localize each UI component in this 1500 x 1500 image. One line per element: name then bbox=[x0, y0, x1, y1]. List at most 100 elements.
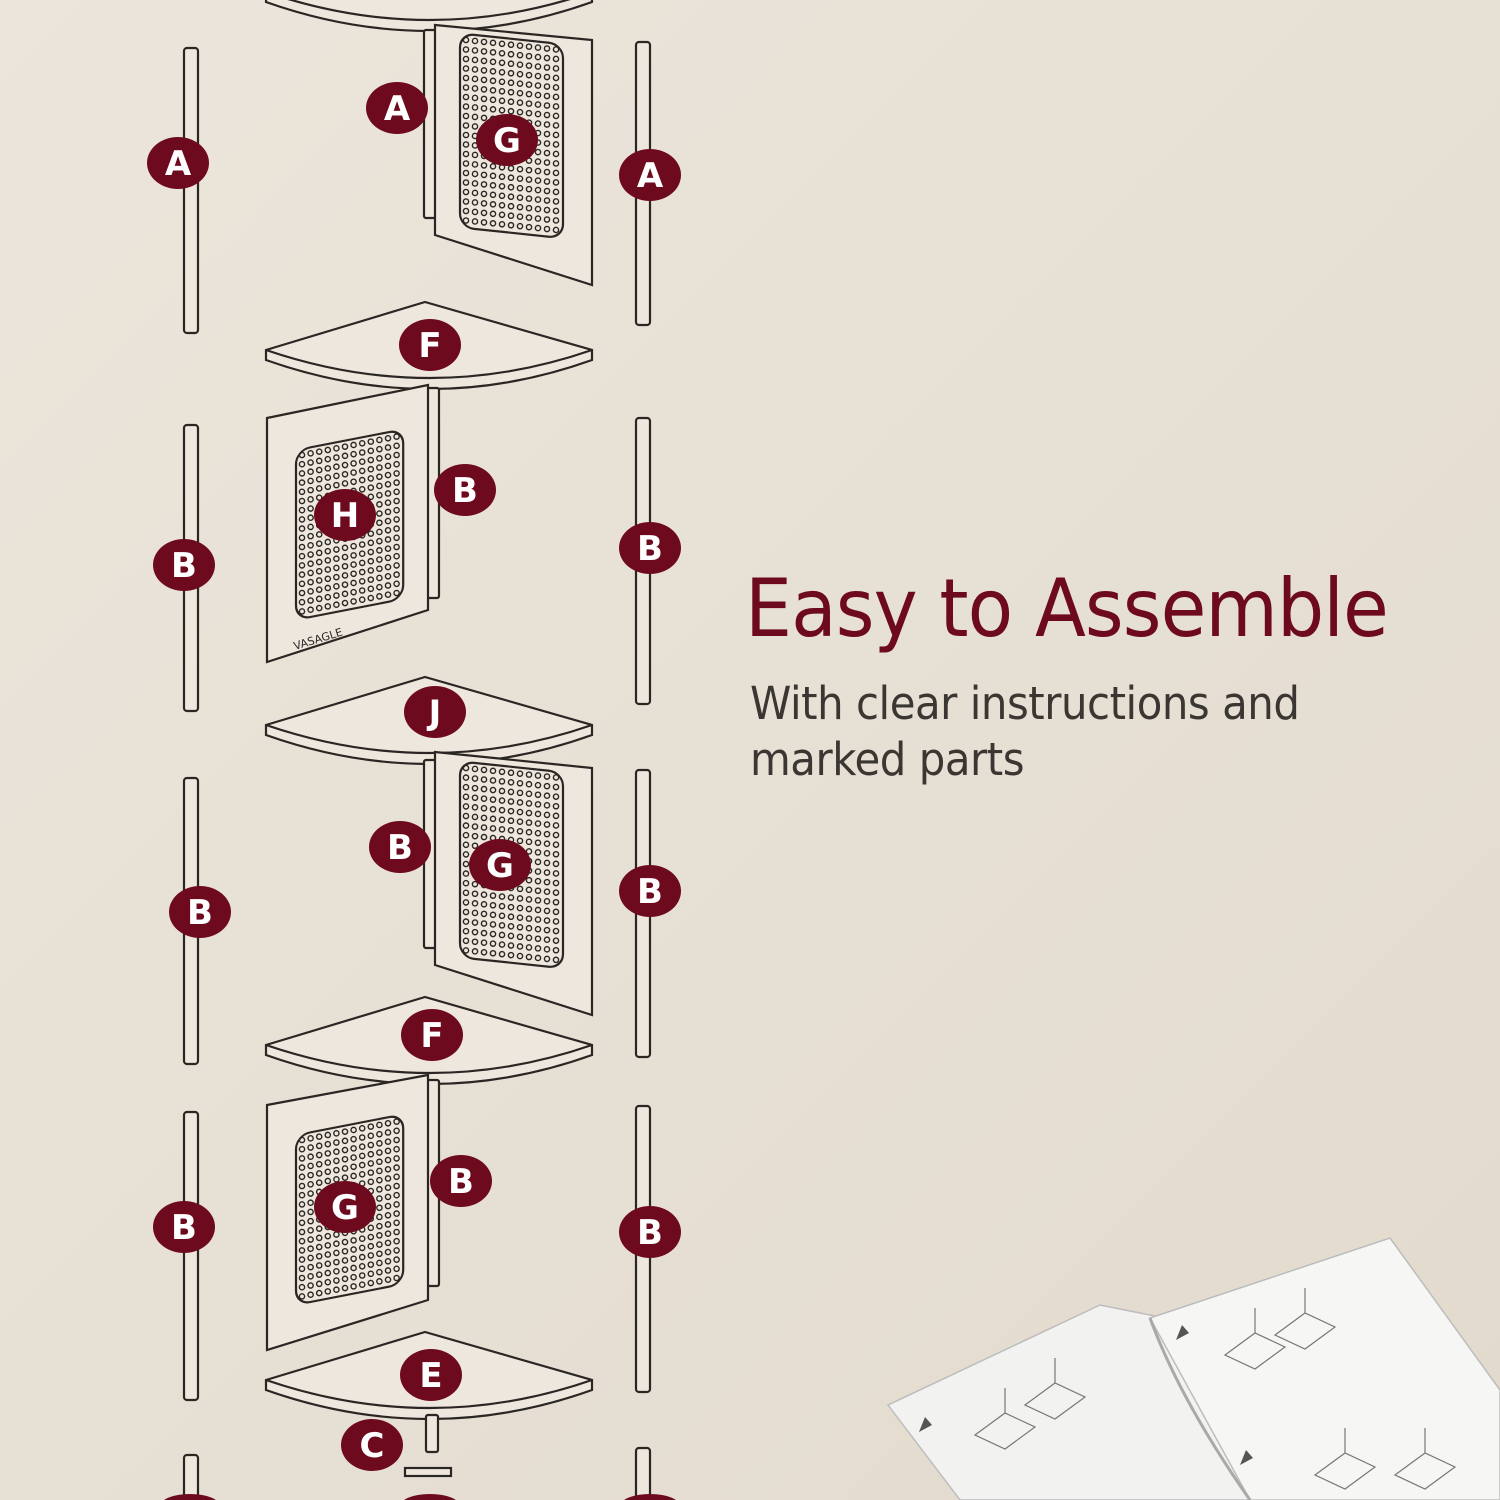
perforated-area bbox=[294, 430, 405, 619]
part-label-f: F bbox=[401, 1009, 463, 1061]
part-label-c: C bbox=[341, 1419, 403, 1471]
part-label-badge bbox=[404, 686, 466, 738]
part-label-j: J bbox=[404, 686, 466, 738]
part-label-letter: E bbox=[419, 1356, 442, 1396]
part-label-badge bbox=[153, 1201, 215, 1253]
part-label-b: B bbox=[430, 1155, 492, 1207]
part-label-letter: B bbox=[637, 529, 663, 569]
part-label-a: A bbox=[147, 137, 209, 189]
manual-step-marker bbox=[919, 1417, 932, 1432]
part-label-badge bbox=[476, 114, 538, 166]
part-label-badge bbox=[400, 1349, 462, 1401]
manual-step-marker bbox=[1176, 1325, 1189, 1340]
shelf-f-edge bbox=[265, 348, 593, 380]
part-label-letter: B bbox=[171, 546, 197, 586]
part-label-g: G bbox=[476, 114, 538, 166]
part-label-letter: G bbox=[493, 121, 521, 161]
manual-illustration bbox=[973, 1388, 1037, 1450]
part-label-b: B bbox=[153, 1201, 215, 1253]
part-label-letter: G bbox=[486, 846, 514, 886]
shelf-f-lower-edge bbox=[265, 1043, 593, 1075]
part-label-badge bbox=[341, 1419, 403, 1471]
part-label-badge bbox=[619, 1206, 681, 1258]
manual-right-page bbox=[1148, 1237, 1500, 1500]
shelf-j-edge bbox=[265, 723, 593, 755]
part-label-badge bbox=[314, 489, 376, 541]
part-label-badge bbox=[401, 1009, 463, 1061]
support-post bbox=[182, 1110, 200, 1402]
perforated-area bbox=[294, 1115, 405, 1304]
manual-illustration bbox=[1223, 1308, 1287, 1370]
headline: Easy to Assemble bbox=[745, 562, 1389, 655]
manual-step-marker bbox=[1240, 1450, 1253, 1465]
part-label-letter: B bbox=[171, 1208, 197, 1248]
part-label-letter: H bbox=[331, 496, 359, 536]
panel-g-top-perforation bbox=[458, 33, 565, 238]
part-label-letter: B bbox=[452, 471, 478, 511]
perforation-holes bbox=[298, 433, 400, 615]
part-label-letter: B bbox=[637, 1213, 663, 1253]
manual-spine bbox=[1148, 1317, 1252, 1500]
manual-illustration bbox=[1273, 1288, 1337, 1350]
part-label-letter: F bbox=[418, 326, 441, 366]
part-label-badge bbox=[169, 886, 231, 938]
part-label-a: A bbox=[619, 149, 681, 201]
part-label-b: B bbox=[369, 821, 431, 873]
part-label-b: B bbox=[619, 1206, 681, 1258]
manual-illustration bbox=[1313, 1428, 1377, 1490]
part-label-badge bbox=[147, 137, 209, 189]
part-label-badge bbox=[619, 522, 681, 574]
part-label-a: A bbox=[366, 82, 428, 134]
part-label-badge bbox=[399, 319, 461, 371]
part-label-badge-cropped bbox=[164, 1494, 216, 1500]
support-post bbox=[182, 46, 200, 335]
part-label-badge bbox=[153, 539, 215, 591]
perforated-area bbox=[458, 761, 565, 968]
perforation-holes bbox=[462, 36, 560, 234]
perforated-area bbox=[458, 33, 565, 238]
part-label-letter: A bbox=[165, 144, 192, 184]
part-label-badge bbox=[619, 149, 681, 201]
perforation-holes bbox=[298, 1118, 400, 1300]
part-label-letter: G bbox=[331, 1188, 359, 1228]
part-label-letter: J bbox=[427, 693, 442, 733]
part-label-letter: A bbox=[637, 156, 664, 196]
part-label-b: B bbox=[434, 464, 496, 516]
instruction-manual-booklet bbox=[886, 1237, 1500, 1500]
top-shelf bbox=[264, 0, 594, 33]
part-label-h: H bbox=[314, 489, 376, 541]
part-label-badge bbox=[314, 1181, 376, 1233]
part-label-letter: B bbox=[187, 893, 213, 933]
part-label-badge-cropped bbox=[624, 1494, 676, 1500]
foot-bracket bbox=[403, 1466, 453, 1478]
support-post bbox=[182, 1453, 200, 1500]
part-label-badge bbox=[369, 821, 431, 873]
inner-post bbox=[424, 1413, 440, 1454]
part-label-badge bbox=[366, 82, 428, 134]
manual-illustration bbox=[1023, 1358, 1087, 1420]
part-label-g: G bbox=[469, 839, 531, 891]
part-label-b: B bbox=[169, 886, 231, 938]
part-label-b: B bbox=[153, 539, 215, 591]
top-shelf-edge bbox=[287, 0, 571, 22]
part-label-letter: F bbox=[420, 1016, 443, 1056]
panel-g-lower-perforation bbox=[294, 1115, 405, 1304]
part-label-letter: A bbox=[384, 89, 411, 129]
manual-illustration bbox=[1393, 1428, 1457, 1490]
subheadline: With clear instructions and marked parts bbox=[750, 677, 1300, 786]
part-label-badge-cropped bbox=[404, 1494, 456, 1500]
part-label-b: B bbox=[619, 522, 681, 574]
part-label-b: B bbox=[619, 865, 681, 917]
panel-h-perforation bbox=[294, 430, 405, 619]
part-label-badge bbox=[430, 1155, 492, 1207]
part-label-letter: B bbox=[448, 1162, 474, 1202]
part-label-letter: C bbox=[360, 1426, 385, 1466]
part-label-badge bbox=[619, 865, 681, 917]
shelf-e-edge bbox=[265, 1378, 593, 1410]
part-label-badge bbox=[469, 839, 531, 891]
part-label-g: G bbox=[314, 1181, 376, 1233]
part-label-e: E bbox=[400, 1349, 462, 1401]
part-label-letter: B bbox=[387, 828, 413, 868]
support-post bbox=[634, 1446, 652, 1500]
